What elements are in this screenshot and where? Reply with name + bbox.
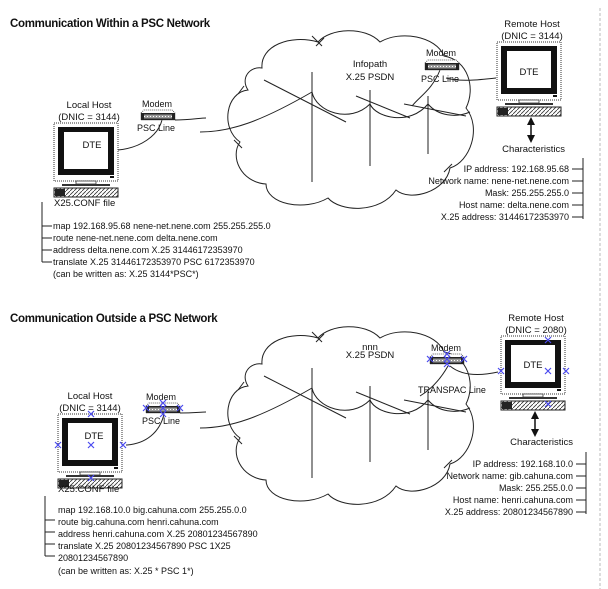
characteristic-item: X.25 address: 31446172353970 [441,212,569,222]
remote-screen-label: DTE [520,67,539,78]
config-line: address delta.nene.com X.25 314461723539… [53,245,243,255]
local-modem-icon [140,109,176,121]
double-arrow-icon [531,411,539,437]
selection-handle-icon[interactable] [460,355,468,363]
selection-handle-icon[interactable] [544,336,552,344]
characteristic-item: Host name: henri.cahuna.com [453,495,573,505]
selection-handle-icon[interactable] [87,474,95,482]
config-file-lines: map 192.168.10.0 big.cahuna.com 255.255.… [44,496,258,576]
selection-handle-icon[interactable] [544,400,552,408]
selection-handle-icon[interactable] [443,355,451,363]
config-file-label: X25.CONF file [54,198,115,209]
remote-modem-link [411,69,441,107]
characteristics-heading: Characteristics [502,144,565,155]
network-name: Infopath [353,59,387,70]
characteristic-item: X.25 address: 20801234567890 [445,507,573,517]
local-connection [125,413,165,446]
remote-connection [445,77,497,81]
remote-modem-link [419,365,449,397]
config-line: translate X.25 31446172353970 PSC 617235… [53,257,255,267]
remote-computer-icon [500,335,566,411]
selection-handle-icon[interactable] [87,441,95,449]
diagram-title: Communication Outside a PSC Network [10,313,218,325]
remote-modem-label: Modem [426,48,456,58]
local-host-dnic: (DNIC = 3144) [59,403,121,414]
selection-handle-icon[interactable] [443,360,451,368]
remote-host-dnic: (DNIC = 3144) [501,31,563,42]
selection-handle-icon[interactable] [119,441,127,449]
remote-host-label: Remote Host [508,313,564,324]
network-type: X.25 PSDN [346,72,395,83]
diagram-within-psc: Communication Within a PSC Network Infop… [10,18,584,279]
selection-handle-icon[interactable] [54,441,62,449]
local-host-dnic: (DNIC = 3144) [58,112,120,123]
diagram-title: Communication Within a PSC Network [10,18,211,30]
local-line-label: PSC Line [142,416,180,426]
local-modem-label: Modem [142,99,172,109]
remote-line-label: TRANSPAC Line [418,385,486,395]
local-modem-link [174,117,207,121]
selection-handle-icon[interactable] [497,367,505,375]
selection-handle-icon[interactable] [426,355,434,363]
characteristic-item: Mask: 255.255.255.0 [485,188,569,198]
characteristics-heading: Characteristics [510,437,573,448]
selection-handle-icon[interactable] [87,410,95,418]
config-line: map 192.168.95.68 nene-net.nene.com 255.… [53,221,271,231]
network-name: nnn [362,342,378,353]
selection-handle-icon[interactable] [159,404,167,412]
selection-handle-icon[interactable] [176,404,184,412]
local-screen-label: DTE [85,431,104,442]
selection-handle-icon[interactable] [562,367,570,375]
remote-host-label: Remote Host [504,19,560,30]
local-screen-label: DTE [83,140,102,151]
config-line: (can be written as: X.25 * PSC 1*) [58,566,194,576]
config-line: map 192.168.10.0 big.cahuna.com 255.255.… [58,505,247,515]
remote-host-dnic: (DNIC = 2080) [505,325,567,336]
network-cloud [199,326,474,505]
characteristics-list: IP address: 192.168.10.0 Network name: g… [445,452,587,517]
selection-handle-icon[interactable] [159,399,167,407]
local-connection [117,119,163,151]
config-line: (can be written as: X.25 3144*PSC*) [53,269,199,279]
config-line: 20801234567890 [58,553,128,563]
config-line: translate X.25 20801234567890 PSC 1X25 [58,541,231,551]
characteristics-list: IP address: 192.168.95.68 Network name: … [428,158,584,222]
config-line: address henri.cahuna.com X.25 2080123456… [58,529,258,539]
characteristic-item: IP address: 192.168.95.68 [464,164,569,174]
local-host-label: Local Host [68,391,113,402]
characteristic-item: Network name: gib.cahuna.com [446,471,573,481]
config-line: route nene-net.nene.com delta.nene.com [53,233,218,243]
selection-handle-icon[interactable] [544,367,552,375]
characteristic-item: Mask: 255.255.0.0 [499,483,573,493]
local-line-label: PSC Line [137,123,175,133]
local-host-label: Local Host [67,100,112,111]
remote-modem-icon [424,59,460,71]
config-file-label: X25.CONF file [58,484,119,495]
double-arrow-icon [527,117,535,143]
selection-handles[interactable] [54,336,570,482]
remote-modem-label: Modem [431,343,461,353]
remote-computer-icon [496,41,562,117]
remote-connection [449,365,499,375]
local-computer-icon [53,122,119,198]
config-line: route big.cahuna.com henri.cahuna.com [58,517,219,527]
local-modem-link [179,411,207,414]
characteristic-item: IP address: 192.168.10.0 [473,459,573,469]
selection-handle-icon[interactable] [443,350,451,358]
network-type: X.25 PSDN [346,350,395,361]
selection-handle-icon[interactable] [159,410,167,418]
diagram-outside-psc: Communication Outside a PSC Network nnn … [10,313,587,576]
config-file-lines: map 192.168.95.68 nene-net.nene.com 255.… [41,202,271,279]
characteristic-item: Network name: nene-net.nene.com [428,176,569,186]
selection-handle-icon[interactable] [142,404,150,412]
remote-screen-label: DTE [524,360,543,371]
local-modem-label: Modem [146,392,176,402]
characteristic-item: Host name: delta.nene.com [459,200,569,210]
remote-line-label: PSC Line [421,74,459,84]
